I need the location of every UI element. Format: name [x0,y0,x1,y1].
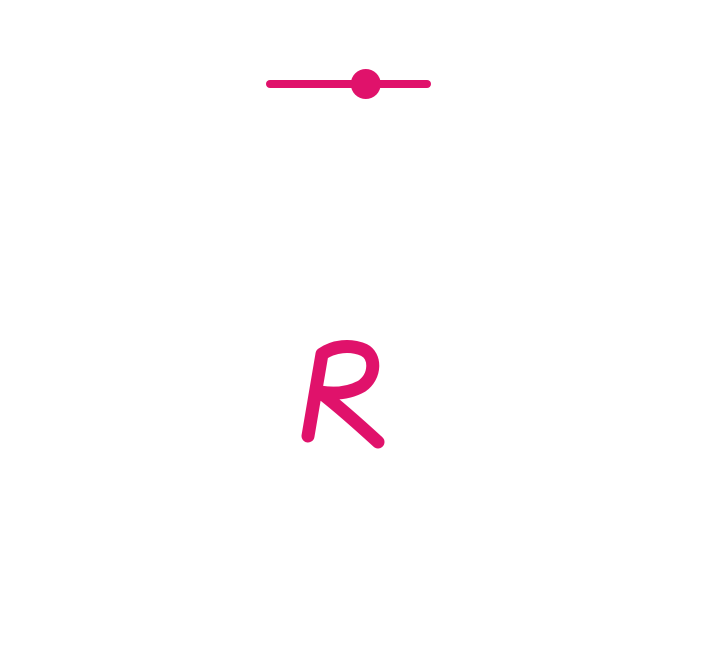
handwritten-r-icon: R [292,336,392,454]
letter-label: R [292,454,293,455]
r-stroke [301,340,385,449]
slider-thumb [350,69,381,99]
slider-icon [262,60,434,106]
